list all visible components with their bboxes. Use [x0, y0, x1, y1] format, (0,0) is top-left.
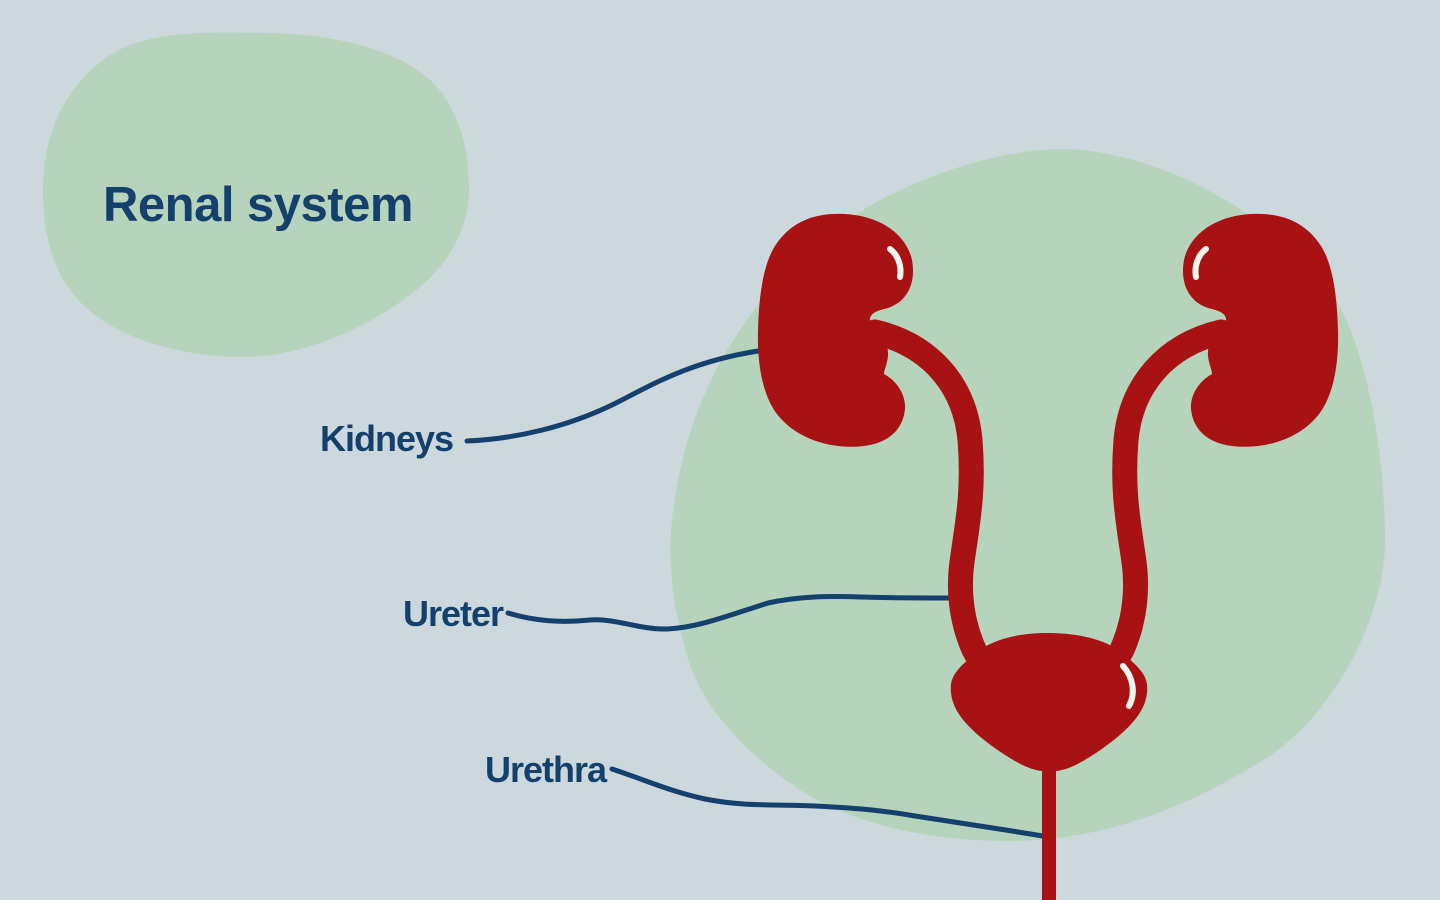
label-urethra: Urethra	[485, 749, 607, 790]
page-title: Renal system	[103, 178, 413, 232]
bladder-urethra-shape	[950, 633, 1148, 900]
label-ureter: Ureter	[403, 593, 504, 634]
right-ureter-shape	[1088, 319, 1234, 683]
right-kidney-shape	[1182, 213, 1339, 447]
title-backdrop-blob	[42, 32, 470, 357]
label-kidneys: Kidneys	[320, 418, 454, 459]
left-ureter-shape	[862, 319, 1008, 683]
left-kidney-shape	[757, 213, 914, 447]
ureter-leader-line	[505, 594, 958, 632]
bladder-highlight	[1120, 663, 1136, 709]
right-kidney-highlight	[1192, 246, 1209, 280]
kidneys-leader-line	[464, 348, 761, 444]
urethra-leader-line	[609, 766, 1046, 839]
left-kidney-highlight	[887, 246, 904, 280]
